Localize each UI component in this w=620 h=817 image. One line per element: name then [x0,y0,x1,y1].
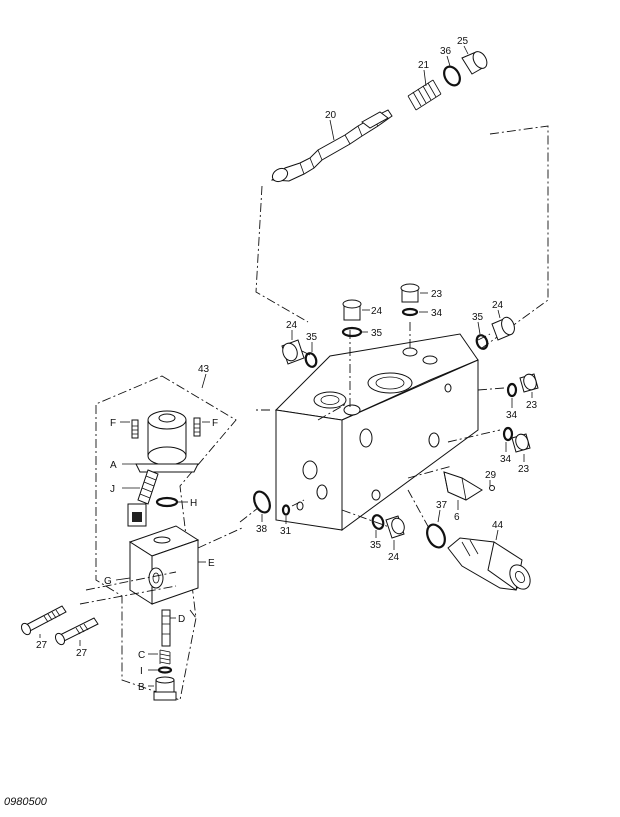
bolt-part-27-upper [20,605,67,636]
guide-housing-bottom [189,609,197,619]
callout-27-lower: 27 [76,648,88,659]
leader-35-right [477,321,481,335]
guide-bolt-27 [79,571,177,605]
callout-C: C [138,650,145,661]
guide-block-right [341,387,505,531]
callout-B: B [138,682,145,693]
oring-part-34-right-lower [502,426,514,442]
oring-part-34-right-upper [506,382,518,398]
oring-part-35-bottom [371,514,385,530]
bolt-part-29 [489,485,495,491]
drawing-number: 0980500 [4,796,47,808]
plug-part-24-top [342,299,362,321]
callout-24-top: 24 [371,306,383,317]
oring-part-H [155,496,179,508]
callout-27-upper: 27 [36,640,48,651]
guide-block-top [349,322,411,410]
callout-F-left: F [110,418,116,429]
oring-part-34-top [401,307,419,317]
callout-20: 20 [325,110,337,121]
leader-G [115,577,131,581]
guide-block-left [254,403,347,421]
guide-spool-right [481,125,549,349]
callout-35-top: 35 [371,328,383,339]
solenoid-coil-part-A [135,410,199,473]
oring-part-38 [253,490,271,514]
callout-31: 31 [280,526,292,537]
callout-25: 25 [457,36,469,47]
oring-part-35-left [304,352,318,368]
bracket-part-6 [443,471,483,501]
callout-J: J [110,484,115,495]
callout-H: H [190,498,197,509]
leader-20 [329,119,335,141]
screw-F-left [131,419,139,439]
callout-24-right: 24 [492,300,504,311]
callout-A: A [110,460,117,471]
callout-23-top: 23 [431,289,443,300]
callout-23-right-upper: 23 [526,400,538,411]
plug-part-23-right-upper [519,373,539,393]
callout-35-bottom: 35 [370,540,382,551]
leader-43 [201,373,207,389]
leader-37 [437,509,441,523]
leader-44 [495,529,499,541]
solenoid-housing-part-E [128,525,200,605]
callout-35-left: 35 [306,332,318,343]
bolt-part-27-lower [54,617,99,646]
callout-34-right-upper: 34 [506,410,518,421]
callout-F-right: F [212,418,218,429]
callout-I: I [140,666,143,677]
oring-part-I [157,666,173,674]
plug-part-24-left [281,339,305,365]
callout-29: 29 [485,470,497,481]
screw-F-right [193,417,201,437]
guide-oring-38 [239,499,305,523]
callout-E: E [208,558,215,569]
callout-24-bottom: 24 [388,552,400,563]
solenoid-assembly-boundary [95,375,237,701]
callout-23-right-lower: 23 [518,464,530,475]
callout-43: 43 [198,364,210,375]
oring-part-36 [443,65,461,87]
plug-part-23-right-lower [511,433,531,453]
oring-part-35-right [475,334,489,350]
relief-valve-part-44 [447,537,531,591]
spool-part-D [161,609,171,647]
plug-part-24-bottom [385,515,405,539]
valve-block [274,333,479,531]
callout-21: 21 [418,60,430,71]
callout-37: 37 [436,500,448,511]
callout-G: G [104,576,112,587]
callout-38: 38 [256,524,268,535]
callout-24-left: 24 [286,320,298,331]
callout-6: 6 [454,512,460,523]
callout-36: 36 [440,46,452,57]
spool-part-20 [270,109,393,183]
oring-part-35-top [341,326,363,338]
callout-35-right: 35 [472,312,484,323]
plug-part-B [153,676,177,701]
oring-part-37 [426,523,446,549]
leader-25 [463,45,469,55]
oring-part-31 [281,504,291,516]
callout-44: 44 [492,520,504,531]
leader-24-right [497,309,501,319]
wire-harness-part-J [127,469,159,527]
plug-part-24-right [491,316,515,341]
leader-36 [446,55,451,67]
callout-34-right-lower: 34 [500,454,512,465]
spring-part-C [159,649,171,665]
plug-part-25 [461,51,488,75]
spring-part-21 [407,79,442,111]
leader-21 [423,69,427,87]
guide-housing-to-block [197,527,243,549]
guide-spool-left [255,185,309,323]
callout-D: D [178,614,185,625]
callout-34-top: 34 [431,308,443,319]
plug-part-23-top [400,283,420,303]
